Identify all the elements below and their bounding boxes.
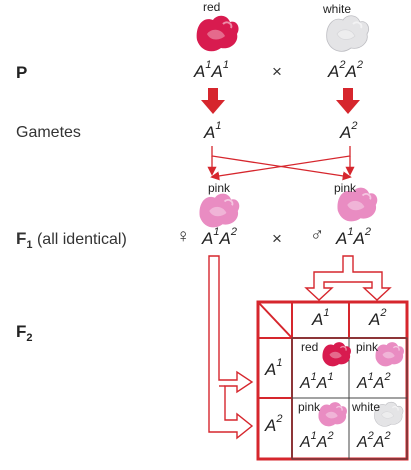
punnett-cell-phenotype: red xyxy=(301,340,319,354)
parent-right-genotype: A2A2 xyxy=(328,59,363,81)
red-flower-icon xyxy=(321,341,352,368)
punnett-cell-phenotype: pink xyxy=(298,400,321,414)
pink-flower-icon xyxy=(374,341,405,368)
parent-right-phenotype: white xyxy=(323,2,352,16)
f1-left-genotype: A1A2 xyxy=(202,226,237,248)
f1-left-phenotype: pink xyxy=(208,181,231,195)
female-symbol-icon: ♀ xyxy=(176,226,191,247)
punnett-cell-genotype: A1A2 xyxy=(300,429,334,451)
male-gamete-split-arrow xyxy=(304,255,392,301)
pink-flower-icon xyxy=(198,192,241,229)
punnett-row-header: A1 xyxy=(265,357,283,379)
punnett-cell-phenotype: pink xyxy=(356,340,379,354)
parent-cross-symbol: × xyxy=(272,62,282,81)
parent-left-genotype: A1A1 xyxy=(194,59,229,81)
punnett-col-header: A2 xyxy=(369,307,387,329)
white-flower-icon xyxy=(325,14,370,53)
punnett-cell-genotype: A2A2 xyxy=(357,429,391,451)
row-label-f2: F2 xyxy=(16,322,33,345)
parent-to-gamete-arrow-right xyxy=(336,88,360,114)
punnett-cell-genotype: A1A2 xyxy=(357,370,391,392)
row-label-f1: F1 (all identical) xyxy=(16,229,127,252)
red-flower-icon xyxy=(195,14,240,53)
punnett-cell-phenotype: white xyxy=(352,400,381,414)
gamete-left: A1 xyxy=(204,120,222,142)
pink-flower-icon xyxy=(317,401,348,428)
row-label-gametes: Gametes xyxy=(16,124,81,141)
row-label-p: P xyxy=(16,63,28,82)
punnett-row-header: A2 xyxy=(265,413,283,435)
f1-right-genotype: A1A2 xyxy=(336,226,371,248)
punnett-cell-genotype: A1A1 xyxy=(300,370,334,392)
female-gamete-split-arrow xyxy=(208,255,254,440)
f1-cross-symbol: × xyxy=(272,229,282,248)
f1-right-phenotype: pink xyxy=(334,181,357,195)
parent-to-gamete-arrow-left xyxy=(201,88,225,114)
punnett-col-header: A1 xyxy=(312,307,330,329)
parent-left-phenotype: red xyxy=(203,0,221,14)
male-symbol-icon: ♂ xyxy=(310,225,325,246)
gamete-right: A2 xyxy=(340,120,358,142)
